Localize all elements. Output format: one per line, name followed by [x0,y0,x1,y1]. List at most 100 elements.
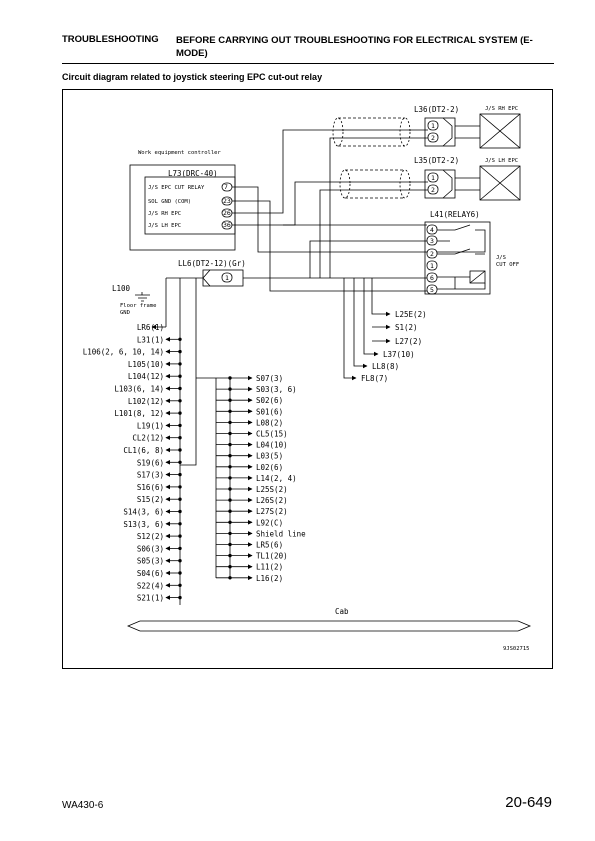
left-list-node [178,349,182,354]
right-branch-label: L27(2) [395,337,422,346]
left-list-label: S04(6) [137,569,164,578]
footer-page: 20-649 [505,794,552,811]
left-list-node [178,362,182,366]
left-list-label: S19(6) [137,458,164,467]
mid-list-label: S07(3) [256,374,283,383]
mid-list-label: LR5(6) [256,541,283,550]
left-list-label: S21(1) [137,594,164,603]
mid-list-label: L16(2) [256,574,283,583]
ll6-pin: 1 [225,274,229,282]
mid-list-label: L08(2) [256,418,283,427]
right-branch-label: S1(2) [395,323,418,332]
mid-list-label: S02(6) [256,396,283,405]
header-section: TROUBLESHOOTING [62,34,159,45]
left-list-label: CL2(12) [132,434,164,443]
mid-list-label: S01(6) [256,407,283,416]
left-list-node [178,386,182,391]
controller-pin-num-1: 7 [224,183,228,191]
mid-list-label: L14(2, 4) [256,474,297,483]
right-branch-label: L37(10) [383,350,415,359]
left-list-node [178,436,182,440]
controller-pin-num-4: 36 [223,221,231,229]
mid-list-label: TL1(20) [256,552,288,561]
left-list-label: L102(12) [128,397,164,406]
controller-pin-label-4: J/S LH EPC [148,223,181,229]
controller-caption: Work equipment controller [138,150,221,156]
left-list-node [178,411,182,415]
ground-caption: Floor frame [120,303,156,309]
left-list-label: S17(3) [137,471,164,480]
l36-pin-2: 2 [431,134,435,142]
mid-list-label: L27S(2) [256,507,288,516]
mid-list-label: L04(10) [256,441,288,450]
controller-pin-num-2: 23 [223,197,231,205]
left-list-node [178,546,182,551]
rh-epc-solenoid [479,113,521,149]
left-list-node [178,497,182,501]
left-list-label: S12(2) [137,532,164,541]
mid-list-label: S03(3, 6) [256,385,297,394]
l35-device: J/S LH EPC [485,158,518,164]
l41-pin-5: 5 [430,286,434,294]
left-list-label: S06(3) [137,544,164,553]
l41-pin-2: 2 [430,250,434,258]
left-list-node [178,571,182,575]
left-list-node [178,399,182,403]
footer-model: WA430-6 [62,800,104,811]
controller-pin-label-1: J/S EPC CUT RELAY [148,185,205,191]
left-list-label: L19(1) [137,421,164,430]
left-list-node [178,472,182,477]
mid-list-label: CL5(15) [256,430,288,439]
l41-device-2: CUT OFF [496,262,519,268]
controller-inner-box [144,176,236,235]
mid-list-label: L92(C) [256,518,283,527]
relay-box [424,221,491,295]
l41-pin-4: 4 [430,226,434,234]
right-branch-label: L25E(2) [395,310,427,319]
left-list-label: CL1(6, 8) [123,446,164,455]
l36-device: J/S RH EPC [485,106,518,112]
left-list-label: L103(6, 14) [114,385,164,394]
left-list-label: L104(12) [128,372,164,381]
left-list-node [178,534,182,538]
l41-pin-3: 3 [430,237,434,245]
l41-name: L41(RELAY6) [430,210,480,219]
controller-name: L73(DRC-40) [168,169,218,178]
controller-pin-label-3: J/S RH EPC [148,211,181,217]
ll6-name: LL6(DT2-12)(Gr) [178,259,246,268]
mid-list-label: L02(6) [256,463,283,472]
right-branch-label: LL8(8) [372,362,399,371]
ground-caption-2: GND [120,310,130,316]
left-list-label: LR6(1) [137,323,164,332]
left-list-label: L101(8, 12) [114,409,164,418]
diagram-subtitle: Circuit diagram related to joystick stee… [62,72,323,82]
left-list-label: S16(6) [137,483,164,492]
cab-label: Cab [335,607,349,616]
header-rule [62,63,554,64]
figure-id: 9JS02715 [503,646,530,652]
left-list-node [178,509,182,514]
mid-list-label: L26S(2) [256,496,288,505]
left-list-node [178,485,182,489]
diagram-frame [62,89,553,669]
header-title: BEFORE CARRYING OUT TROUBLESHOOTING FOR … [176,35,533,59]
mid-list-label: Shield line [256,529,306,538]
left-list-node [178,423,182,428]
l41-pin-6: 6 [430,274,434,282]
mid-list-label: L03(5) [256,452,283,461]
left-list-label: L106(2, 6, 10, 14) [83,348,164,357]
left-list-node [178,522,182,526]
left-list-node [178,595,182,600]
left-list-node [178,337,182,341]
right-branch-label: FL8(7) [361,374,388,383]
left-list-node [178,583,182,587]
l35-name: L35(DT2-2) [414,156,459,165]
left-list-label: S05(3) [137,557,164,566]
ground-name: L100 [112,284,131,293]
left-list-node [178,374,182,378]
mid-list-label: L11(2) [256,563,283,572]
left-list-node [178,448,182,452]
mid-list-label: L25S(2) [256,485,288,494]
left-list-label: S15(2) [137,495,164,504]
l41-device: J/S [496,255,506,261]
